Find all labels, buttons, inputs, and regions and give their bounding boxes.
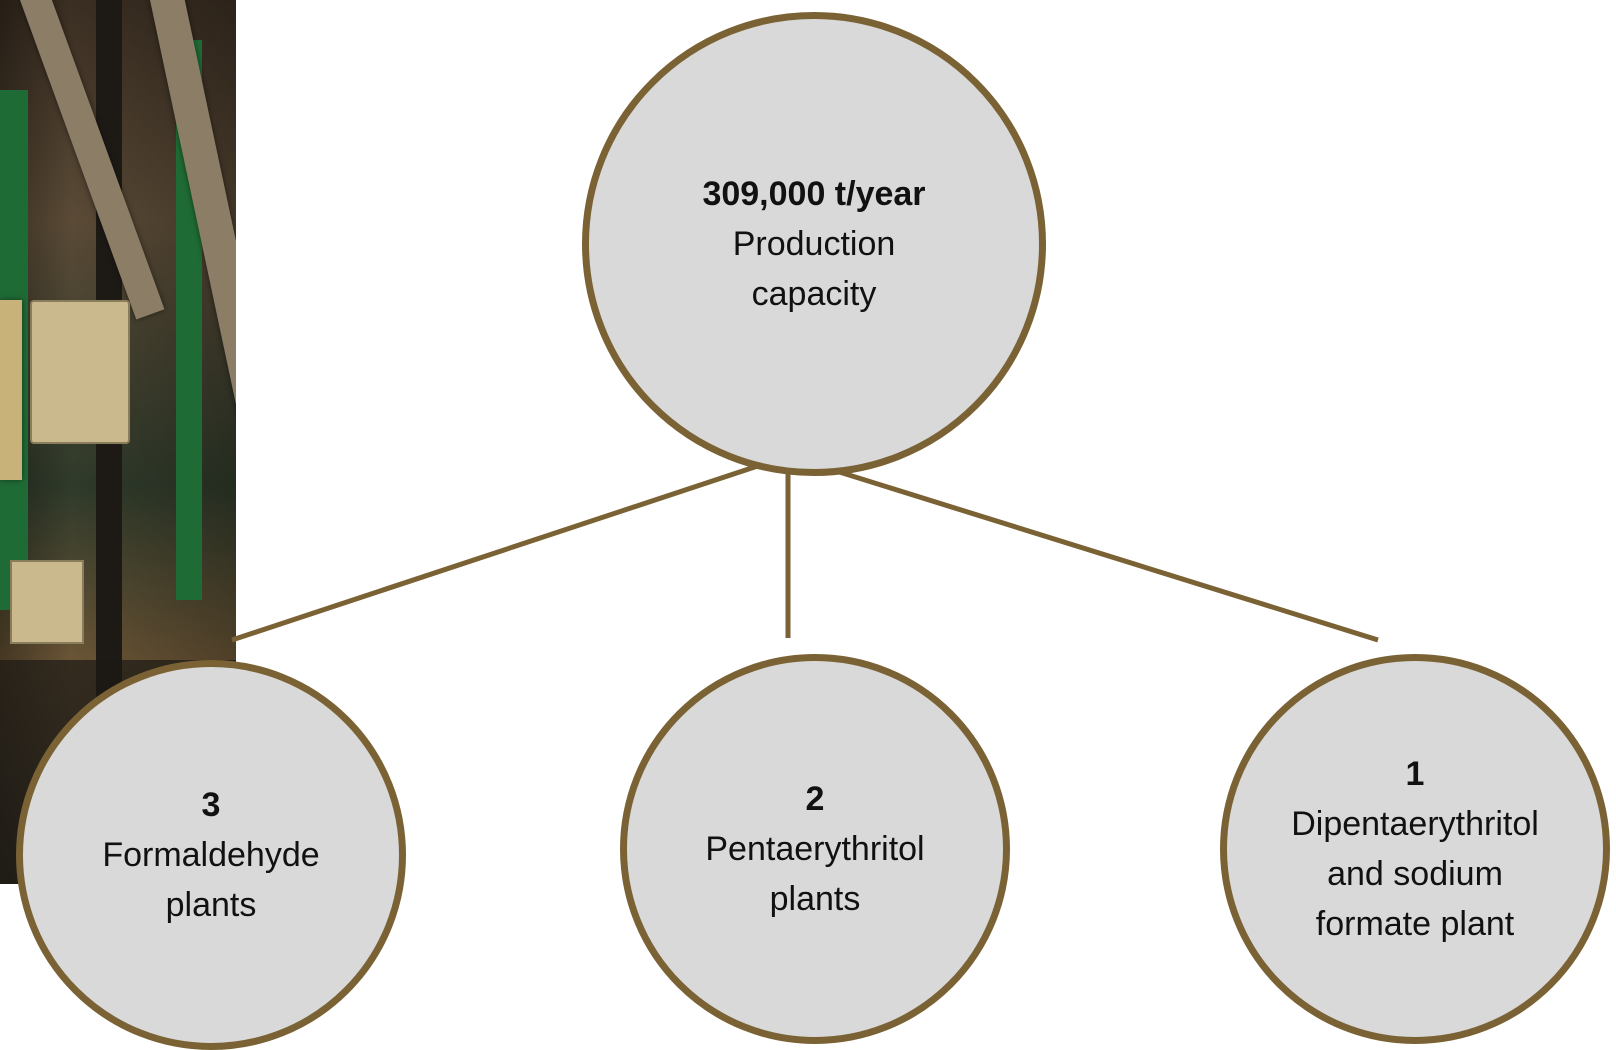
pentaerythritol-node: 2 Pentaerythritol plants xyxy=(620,654,1010,1044)
formaldehyde-count: 3 xyxy=(201,786,221,824)
production-capacity-value: 309,000 t/year xyxy=(702,175,926,213)
dipentaerythritol-count: 1 xyxy=(1405,755,1425,793)
production-capacity-label: Production capacity xyxy=(732,225,896,313)
pentaerythritol-count: 2 xyxy=(805,780,825,818)
connector-left xyxy=(231,453,789,643)
connector-right xyxy=(787,453,1379,643)
dipentaerythritol-label: Dipentaerythritol and sodium formate pla… xyxy=(1291,805,1539,943)
dipentaerythritol-node: 1 Dipentaerythritol and sodium formate p… xyxy=(1220,654,1610,1044)
photo-junction-box xyxy=(30,300,130,444)
photo-beam xyxy=(0,300,22,480)
formaldehyde-node: 3 Formaldehyde plants xyxy=(16,660,406,1050)
pentaerythritol-label: Pentaerythritol plants xyxy=(705,830,925,918)
photo-crate xyxy=(10,560,84,644)
production-capacity-node: 309,000 t/year Production capacity xyxy=(582,12,1046,476)
formaldehyde-label: Formaldehyde plants xyxy=(102,836,320,924)
